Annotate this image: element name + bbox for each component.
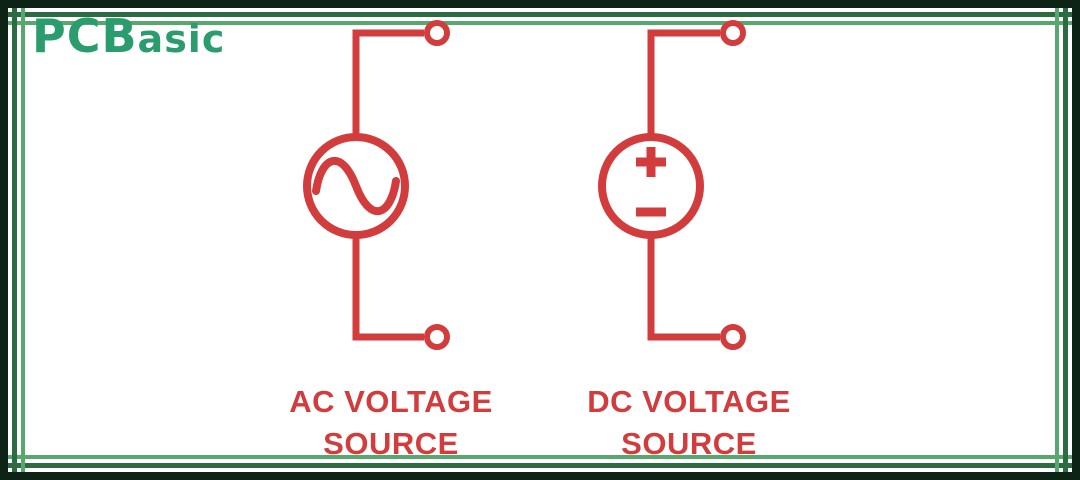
ac-bottom-terminal xyxy=(424,324,450,350)
dc-bottom-terminal xyxy=(720,324,746,350)
frame-line-bottom-mid xyxy=(8,463,1072,468)
ac-top-terminal xyxy=(424,20,450,46)
ac-source-circle xyxy=(303,133,409,239)
dc-source-label: DC VOLTAGE SOURCE xyxy=(559,381,819,465)
dc-top-wire xyxy=(647,29,720,137)
dc-top-terminal xyxy=(720,20,746,46)
dc-bottom-wire xyxy=(647,236,720,341)
plus-icon xyxy=(636,147,666,177)
ac-top-wire xyxy=(352,29,424,137)
frame-line-bottom-light xyxy=(8,455,1072,459)
ac-voltage-source-symbol xyxy=(303,20,450,350)
dc-source-circle xyxy=(598,133,704,239)
dc-label-line2: SOURCE xyxy=(621,426,757,461)
logo-text-primary: PCB xyxy=(32,9,138,63)
dc-label-line1: DC VOLTAGE xyxy=(587,384,791,419)
frame-line-left-mid xyxy=(12,8,17,472)
ac-label-line2: SOURCE xyxy=(323,426,459,461)
sine-wave-icon xyxy=(312,157,400,215)
frame-line-left-light xyxy=(21,8,25,472)
pcbasic-logo: PCBasic xyxy=(32,13,225,59)
ac-bottom-wire xyxy=(352,236,424,341)
frame-line-right-mid xyxy=(1063,8,1068,472)
frame-line-right-light xyxy=(1055,8,1059,472)
logo-text-secondary: asic xyxy=(137,17,226,61)
dc-voltage-source-symbol xyxy=(598,20,746,350)
ac-label-line1: AC VOLTAGE xyxy=(289,384,493,419)
ac-source-label: AC VOLTAGE SOURCE xyxy=(261,381,521,465)
